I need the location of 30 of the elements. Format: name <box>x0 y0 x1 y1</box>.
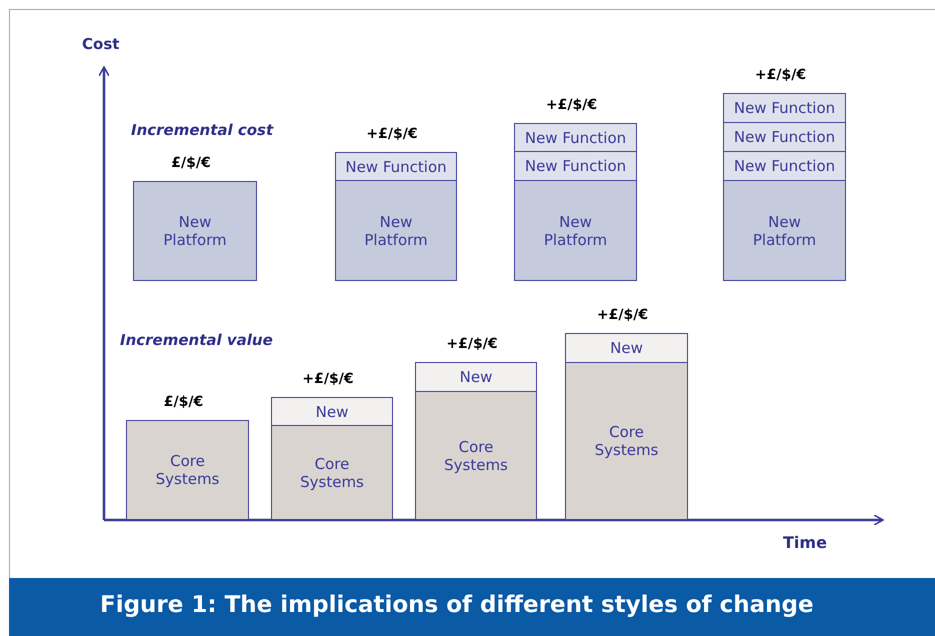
function-block: New Function <box>514 123 637 152</box>
platform-block: New Platform <box>514 181 637 281</box>
section-label: Incremental value <box>120 331 273 349</box>
amount-label: £/$/€ <box>171 155 211 171</box>
platform-block: New Platform <box>133 181 257 281</box>
caption: Figure 1: The implications of different styles of change <box>100 592 814 618</box>
axis-title: Cost <box>82 35 120 53</box>
core-systems-block: Core Systems <box>565 363 688 520</box>
core-systems-block: Core Systems <box>126 420 249 520</box>
platform-block: New Platform <box>723 181 846 281</box>
amount-label: +£/$/€ <box>302 371 354 387</box>
amount-label: +£/$/€ <box>546 97 598 113</box>
function-block: New Function <box>335 152 457 181</box>
function-block: New Function <box>723 93 846 123</box>
core-systems-block: Core Systems <box>271 426 393 520</box>
function-block: New Function <box>723 152 846 181</box>
core-systems-block: Core Systems <box>415 392 537 520</box>
amount-label: +£/$/€ <box>754 67 806 83</box>
amount-label: £/$/€ <box>164 394 204 410</box>
platform-block: New Platform <box>335 181 457 281</box>
amount-label: +£/$/€ <box>596 307 648 323</box>
new-block: New <box>415 362 537 392</box>
function-block: New Function <box>514 152 637 181</box>
amount-label: +£/$/€ <box>446 336 498 352</box>
axis-title: Time <box>783 533 827 552</box>
section-label: Incremental cost <box>131 121 274 139</box>
amount-label: +£/$/€ <box>366 126 418 142</box>
new-block: New <box>565 333 688 363</box>
new-block: New <box>271 397 393 426</box>
function-block: New Function <box>723 123 846 152</box>
